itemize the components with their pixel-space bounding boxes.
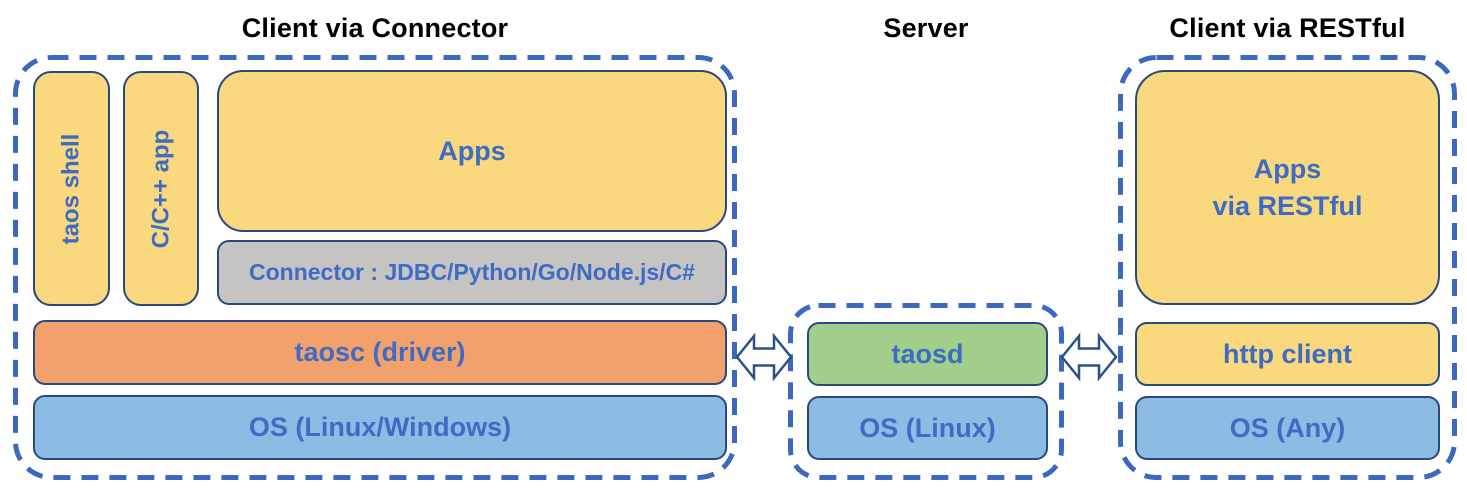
apps-box: Apps (217, 70, 727, 232)
os-any-box: OS (Any) (1135, 396, 1440, 460)
os-linux-windows-box: OS (Linux/Windows) (33, 395, 727, 460)
apps-via-restful-line2: via RESTful (1212, 190, 1363, 221)
connector-box: Connector : JDBC/Python/Go/Node.js/C# (217, 240, 727, 305)
taosd-box: taosd (807, 322, 1048, 386)
client-restful-dashed-border (1118, 55, 1457, 480)
taos-shell-label: taos shell (57, 133, 85, 244)
http-client-label: http client (1223, 338, 1352, 369)
http-client-box: http client (1135, 322, 1440, 386)
taos-shell-box: taos shell (33, 71, 110, 306)
apps-via-restful-line1: Apps (1253, 154, 1322, 185)
section-title-client-connector: Client via Connector (241, 13, 509, 43)
server-dashed-border (788, 303, 1064, 480)
os-linux-label: OS (Linux) (859, 412, 996, 443)
bidirectional-arrow-icon-right (1060, 332, 1118, 382)
section-title-server: Server (883, 13, 969, 43)
section-title-client-restful: Client via RESTful (1169, 13, 1406, 43)
cpp-app-box: C/C++ app (123, 71, 199, 306)
cpp-app-label: C/C++ app (147, 129, 175, 248)
os-linux-box: OS (Linux) (807, 396, 1048, 460)
client-connector-dashed-border (13, 55, 737, 480)
connector-label: Connector : JDBC/Python/Go/Node.js/C# (249, 259, 695, 285)
apps-via-restful-box: Apps via RESTful (1135, 70, 1440, 305)
os-linux-windows-label: OS (Linux/Windows) (248, 412, 512, 442)
taosc-driver-label: taosc (driver) (294, 337, 466, 367)
apps-label: Apps (438, 135, 506, 166)
taosd-label: taosd (891, 338, 964, 369)
bidirectional-arrow-icon-left (735, 332, 793, 382)
os-any-label: OS (Any) (1229, 412, 1346, 443)
apps-via-restful-label: Apps via RESTful (1212, 151, 1362, 224)
taosc-driver-box: taosc (driver) (33, 320, 727, 385)
